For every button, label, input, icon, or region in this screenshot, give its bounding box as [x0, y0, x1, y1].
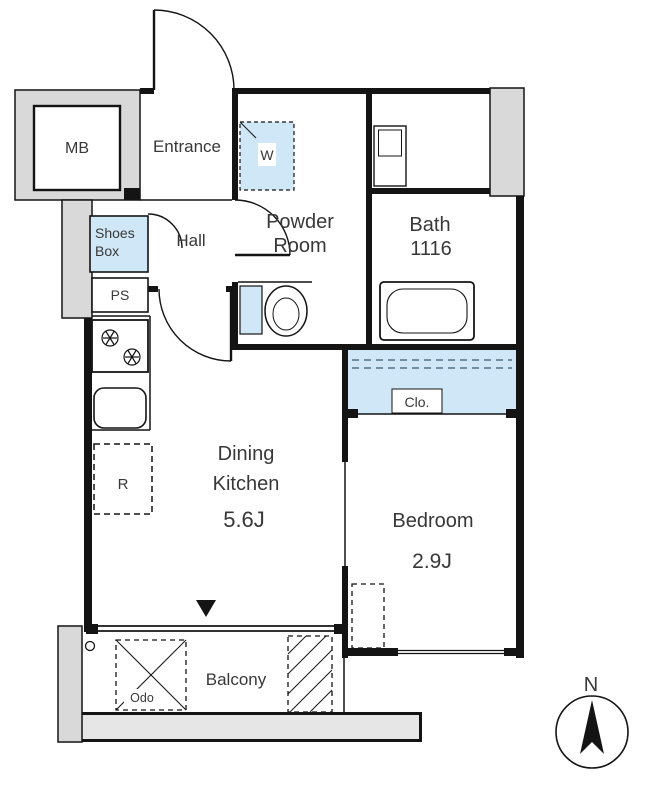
- bedroom-dashed-box: [351, 583, 385, 649]
- ps-label: PS: [111, 287, 130, 303]
- powder-room-label-2: Room: [273, 235, 326, 257]
- shoes-box-door-arc: [147, 213, 183, 249]
- toilet-icon: [264, 285, 308, 337]
- top-wall-stub: [140, 88, 154, 94]
- bedroom-size-label: 2.9J: [412, 550, 452, 573]
- equipment-label-bg: [124, 689, 161, 706]
- closet-nub-right: [506, 409, 516, 418]
- window-marker-triangle: [196, 600, 216, 617]
- sink-icon: [93, 387, 147, 429]
- middle-wall: [232, 344, 524, 350]
- bathtub-inner: [386, 288, 468, 334]
- interior-walls: [84, 88, 524, 658]
- equipment-label: Odo: [130, 691, 154, 705]
- dining-kitchen-label-1: Dining: [218, 443, 275, 465]
- dk-window-post-right: [334, 624, 346, 634]
- band-fill: [58, 712, 422, 742]
- bath-top-wall: [372, 188, 490, 194]
- top-wall-main: [232, 88, 490, 94]
- right-exterior-wall: [516, 196, 524, 658]
- top-right-wall-block: [489, 87, 525, 197]
- powder-room-label-1: Powder: [266, 211, 334, 233]
- toilet-left-wall: [232, 282, 238, 348]
- building-edge-band: [57, 625, 422, 743]
- pipe-space-box: [91, 277, 149, 313]
- left-exterior-wall: [84, 318, 92, 632]
- closet-label-bg: [391, 388, 443, 414]
- left-wall-block: [61, 199, 93, 319]
- hall-door-arc: [158, 288, 232, 362]
- refrigerator-label: R: [118, 476, 129, 493]
- compass: N: [555, 674, 629, 769]
- bath-label: Bath: [409, 214, 450, 236]
- thin-lines: [92, 199, 516, 632]
- hall-label: Hall: [176, 231, 205, 250]
- drain-mark: [84, 640, 96, 652]
- balcony-label: Balcony: [206, 670, 267, 689]
- toilet-tank: [239, 285, 263, 335]
- refrigerator-space: [93, 443, 153, 515]
- entrance-right-wall: [232, 88, 238, 200]
- bedroom-label: Bedroom: [392, 510, 473, 532]
- blue-fixtures: [89, 121, 516, 414]
- dining-kitchen-size-label: 5.6J: [223, 507, 265, 532]
- shoes-box: [89, 215, 149, 273]
- meter-box: [32, 104, 122, 192]
- entrance-door-arc: [153, 9, 235, 91]
- room-labels: MB Entrance W Powder Room Bath 1116 Shoe…: [65, 137, 474, 705]
- doors: [147, 9, 291, 362]
- north-arrow-icon: [580, 700, 604, 754]
- washer-label: W: [260, 147, 274, 163]
- stove-icon: [91, 319, 149, 373]
- dk-window-post-left: [86, 624, 98, 634]
- dining-kitchen-label-2: Kitchen: [213, 473, 280, 495]
- toilet-seat: [272, 297, 300, 331]
- shoes-box-label-1: Shoes: [95, 225, 135, 241]
- powder-door-arc: [234, 199, 291, 256]
- powder-bath-wall: [366, 94, 372, 348]
- stove-burner-2: [123, 348, 141, 366]
- bath-size-label: 1116: [410, 238, 452, 260]
- balcony-equipment-box: [115, 639, 187, 711]
- dk-bedroom-wall-upper: [342, 350, 348, 462]
- hall-wall-stub-left: [148, 286, 158, 292]
- stove-burner-1: [101, 329, 119, 347]
- water-heater-inner: [378, 129, 402, 157]
- balcony-parapet: [57, 625, 83, 743]
- closet-nub-left: [348, 409, 358, 418]
- bedroom-window-gap: [398, 648, 504, 656]
- hatch-box: [287, 635, 333, 713]
- mb-label: MB: [65, 140, 89, 157]
- wall-nub: [124, 188, 140, 200]
- washer-label-bg: [258, 143, 276, 166]
- compass-north-label: N: [584, 674, 598, 696]
- fixtures: [32, 104, 475, 649]
- entrance-label: Entrance: [153, 137, 221, 156]
- washer-fold-line: [239, 121, 257, 139]
- dk-bedroom-wall-lower: [342, 566, 348, 658]
- closet-label: Clo.: [405, 394, 430, 410]
- shoes-box-label-2: Box: [95, 243, 119, 259]
